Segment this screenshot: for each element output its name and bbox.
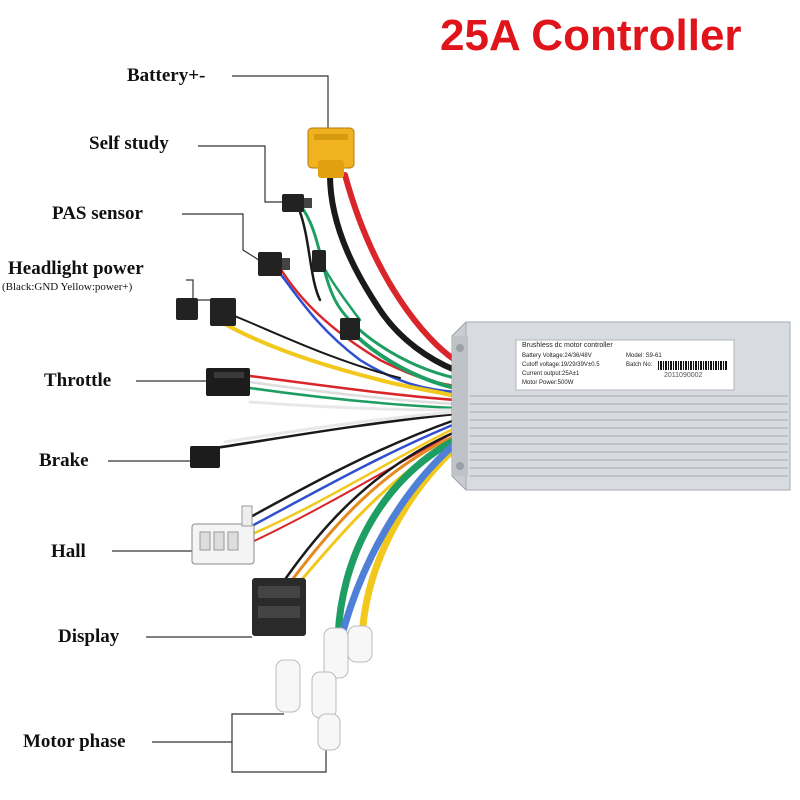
- pas-connector: [258, 252, 290, 276]
- spec-plate-text: Brushless dc motor controller Battery Vo…: [518, 341, 734, 389]
- wire-headlight-yellow: [216, 318, 457, 398]
- label-headlight-power: Headlight power: [8, 258, 144, 279]
- leader-pas: [182, 213, 263, 263]
- wire-white-long: [248, 400, 457, 412]
- wire-display-orange: [290, 434, 457, 582]
- wire-hall-black: [243, 418, 457, 522]
- label-battery: Battery+-: [127, 65, 206, 86]
- wire-phase-green: [334, 436, 459, 644]
- leader-self-study: [198, 145, 282, 203]
- plate-current-output: Current output:25A±1: [522, 371, 580, 377]
- wire-self-study-black: [298, 210, 322, 302]
- wire-hall-blue: [246, 422, 457, 530]
- throttle-connector: [206, 368, 250, 396]
- headlight-connector: [176, 298, 236, 326]
- plate-battery-voltage: Battery Voltage:24/36/48V: [522, 353, 592, 359]
- wire-brake-white: [223, 410, 457, 444]
- wire-display-black: [284, 430, 457, 580]
- wire-self-study-green: [298, 203, 457, 380]
- label-hall: Hall: [51, 541, 86, 562]
- wire-headlight-black: [231, 314, 401, 379]
- leader-lines: [108, 75, 329, 773]
- wire-throttle-white: [248, 380, 457, 406]
- label-headlight-note: (Black:GND Yellow:power+): [2, 281, 133, 293]
- wires: [213, 172, 459, 704]
- label-self-study: Self study: [89, 133, 169, 154]
- leader-motor-bracket: [231, 713, 327, 773]
- leader-headlight: [186, 279, 212, 301]
- wire-pas-blue: [280, 274, 457, 394]
- brake-connector: [190, 446, 220, 468]
- wire-hall-yellow: [248, 426, 457, 537]
- page-title: 25A Controller: [440, 11, 742, 60]
- plate-batch-label: Batch No:: [626, 362, 653, 368]
- plate-cutoff-voltage: Cutoff voltage:19/29/39V±0.5: [522, 362, 600, 368]
- label-display: Display: [58, 626, 120, 647]
- label-throttle: Throttle: [44, 370, 112, 391]
- wire-throttle-red: [248, 374, 457, 402]
- battery-connector: [307, 127, 355, 178]
- plate-heading: Brushless dc motor controller: [522, 342, 613, 349]
- wire-throttle-green: [248, 386, 457, 410]
- self-study-connector: [282, 194, 312, 212]
- mid-connector-2: [340, 318, 360, 340]
- connectors: [176, 127, 373, 751]
- wire-battery-black: [327, 172, 458, 373]
- label-motor-phase: Motor phase: [23, 731, 126, 752]
- motor-phase-connectors: [275, 625, 373, 751]
- wire-brake-black: [213, 412, 457, 450]
- wire-phase-yellow: [358, 444, 459, 644]
- plate-motor-power: Motor Power:500W: [522, 380, 574, 386]
- plate-model: Model: S9-61: [626, 353, 662, 359]
- label-brake: Brake: [39, 450, 89, 471]
- wire-hall-red: [251, 431, 456, 543]
- mid-connector: [312, 250, 326, 272]
- hall-connector: [191, 505, 255, 565]
- plate-batch-number: 2011090002: [664, 372, 703, 379]
- plate-barcode: [658, 361, 728, 370]
- leader-battery: [232, 75, 329, 128]
- wire-battery-red: [342, 172, 458, 363]
- display-connector: [252, 578, 306, 636]
- housing-fins: [470, 395, 788, 477]
- wire-bundle-green: [348, 328, 457, 390]
- label-pas-sensor: PAS sensor: [52, 203, 143, 224]
